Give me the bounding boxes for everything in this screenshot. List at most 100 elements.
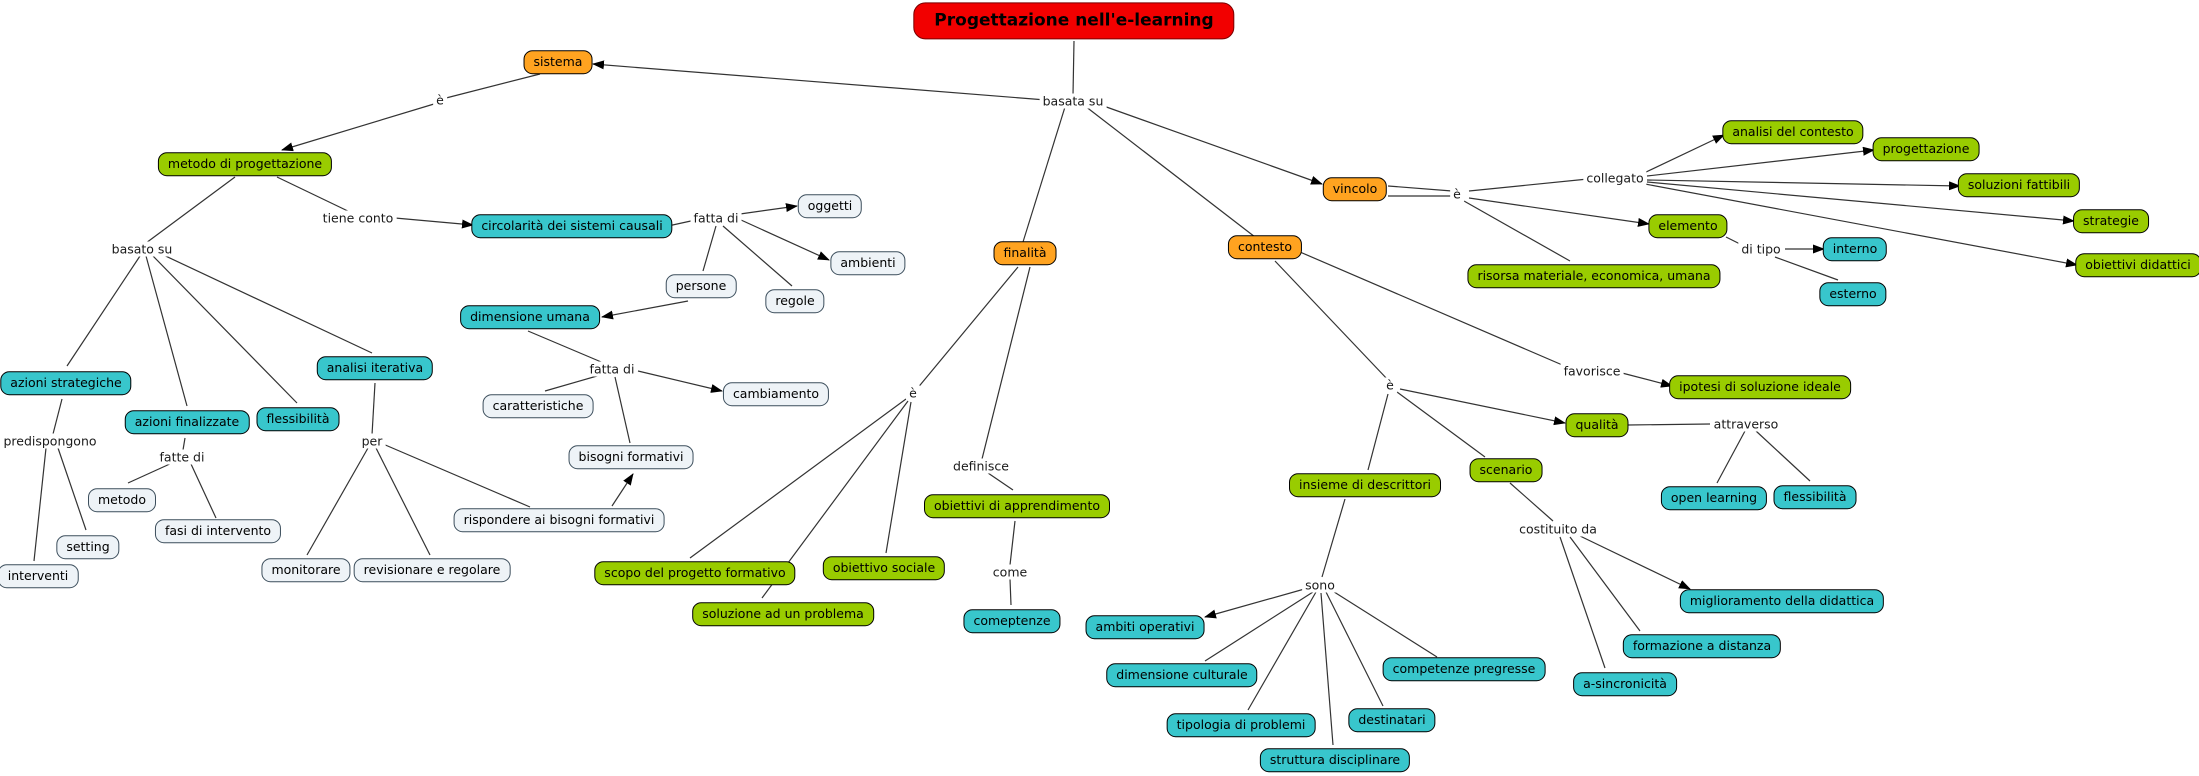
edge-label-fatta-di-1[interactable]: fatta di bbox=[690, 210, 742, 226]
node-revisionare-e-regolare[interactable]: revisionare e regolare bbox=[353, 558, 511, 582]
node-ambiti-operativi[interactable]: ambiti operativi bbox=[1085, 615, 1205, 639]
node-caratteristiche[interactable]: caratteristiche bbox=[482, 394, 594, 418]
edge-label-e-vincolo[interactable]: è bbox=[1450, 186, 1464, 202]
edge-label-attraverso[interactable]: attraverso bbox=[1710, 416, 1782, 432]
node-flessibilita-sx[interactable]: flessibilità bbox=[256, 407, 340, 431]
edge-label-favorisce[interactable]: favorisce bbox=[1560, 363, 1624, 379]
connector-line bbox=[145, 255, 188, 407]
edge-label-predispongono[interactable]: predispongono bbox=[0, 433, 100, 449]
connector-line bbox=[33, 447, 47, 562]
node-oggetti[interactable]: oggetti bbox=[797, 194, 863, 218]
node-obiettivo-sociale[interactable]: obiettivo sociale bbox=[822, 556, 946, 580]
connector-line bbox=[1559, 536, 1606, 669]
connector-line bbox=[281, 103, 435, 152]
node-a-sincronicita[interactable]: a-sincronicità bbox=[1573, 672, 1677, 696]
node-progettazione[interactable]: progettazione bbox=[1872, 137, 1980, 161]
node-dimensione-umana[interactable]: dimensione umana bbox=[460, 305, 600, 329]
node-ambienti[interactable]: ambienti bbox=[830, 251, 906, 275]
connector-line bbox=[1627, 423, 1711, 426]
node-bisogni-formativi[interactable]: bisogni formativi bbox=[568, 445, 694, 469]
connector-line bbox=[739, 203, 798, 215]
node-root[interactable]: Progettazione nell'e-learning bbox=[913, 2, 1235, 40]
node-ipotesi-di-soluzione-ideale[interactable]: ipotesi di soluzione ideale bbox=[1669, 375, 1851, 399]
edge-label-sono[interactable]: sono bbox=[1302, 577, 1338, 593]
node-risorsa-materiale-economica-umana[interactable]: risorsa materiale, economica, umana bbox=[1467, 264, 1721, 288]
node-circolarita-dei-sistemi-causali[interactable]: circolarità dei sistemi causali bbox=[471, 214, 673, 238]
connector-line bbox=[885, 401, 912, 554]
edge-label-e-sistema[interactable]: è bbox=[433, 92, 447, 108]
node-interventi[interactable]: interventi bbox=[0, 564, 79, 588]
node-competenze-pregresse[interactable]: competenze pregresse bbox=[1382, 657, 1546, 681]
node-regole[interactable]: regole bbox=[765, 289, 825, 313]
node-analisi-del-contesto[interactable]: analisi del contesto bbox=[1722, 120, 1864, 144]
node-obiettivi-didattici[interactable]: obiettivi didattici bbox=[2075, 253, 2199, 277]
edge-label-fatte-di[interactable]: fatte di bbox=[156, 449, 208, 465]
node-persone[interactable]: persone bbox=[665, 274, 737, 298]
node-formazione-a-distanza[interactable]: formazione a distanza bbox=[1622, 634, 1782, 658]
node-finalita[interactable]: finalità bbox=[993, 241, 1057, 265]
edge-label-fatta-di-2[interactable]: fatta di bbox=[586, 361, 638, 377]
node-interno[interactable]: interno bbox=[1822, 237, 1888, 261]
node-monitorare[interactable]: monitorare bbox=[261, 558, 351, 582]
connector-line bbox=[371, 382, 376, 436]
node-miglioramento-della-didattica[interactable]: miglioramento della didattica bbox=[1679, 589, 1885, 613]
connector-line bbox=[1274, 260, 1390, 382]
edge-label-e-finalita[interactable]: è bbox=[906, 385, 920, 401]
node-soluzioni-fattibili[interactable]: soluzioni fattibili bbox=[1957, 173, 2081, 197]
edge-label-e-contesto[interactable]: è bbox=[1383, 377, 1397, 393]
node-esterno[interactable]: esterno bbox=[1819, 282, 1887, 306]
edge-label-di-tipo[interactable]: di tipo bbox=[1738, 241, 1784, 257]
connector-line bbox=[375, 447, 431, 556]
node-fasi-di-intervento[interactable]: fasi di intervento bbox=[154, 519, 282, 543]
node-sistema[interactable]: sistema bbox=[523, 50, 593, 74]
node-azioni-strategiche[interactable]: azioni strategiche bbox=[0, 371, 132, 395]
node-comeptenze[interactable]: comeptenze bbox=[963, 609, 1061, 633]
connector-line bbox=[601, 300, 689, 320]
connector-line bbox=[1468, 197, 1650, 227]
node-analisi-iterativa[interactable]: analisi iterativa bbox=[316, 356, 434, 380]
edge-label-come[interactable]: come bbox=[989, 564, 1031, 580]
node-struttura-disciplinare[interactable]: struttura disciplinare bbox=[1259, 748, 1411, 772]
node-cambiamento[interactable]: cambiamento bbox=[722, 382, 830, 406]
connector-line bbox=[1009, 520, 1016, 566]
node-dimensione-culturale[interactable]: dimensione culturale bbox=[1106, 663, 1258, 687]
node-azioni-finalizzate[interactable]: azioni finalizzate bbox=[124, 410, 250, 434]
connector-line bbox=[1022, 106, 1066, 243]
node-open-learning[interactable]: open learning bbox=[1660, 486, 1768, 510]
connector-line bbox=[1399, 388, 1566, 426]
connector-line bbox=[127, 462, 173, 484]
connector-line bbox=[382, 443, 531, 508]
connector-line bbox=[689, 398, 907, 559]
edge-label-basata-su[interactable]: basata su bbox=[1039, 93, 1107, 109]
node-contesto[interactable]: contesto bbox=[1227, 235, 1303, 259]
connector-line bbox=[527, 330, 607, 365]
node-vincolo[interactable]: vincolo bbox=[1322, 177, 1388, 201]
node-soluzione-ad-un-problema[interactable]: soluzione ad un problema bbox=[692, 602, 874, 626]
connector-line bbox=[544, 373, 605, 392]
node-obiettivi-di-apprendimento[interactable]: obiettivi di apprendimento bbox=[924, 494, 1110, 518]
node-scopo-del-progetto-formativo[interactable]: scopo del progetto formativo bbox=[594, 561, 796, 585]
node-rispondere-ai-bisogni-formativi[interactable]: rispondere ai bisogni formativi bbox=[453, 508, 665, 532]
connector-line bbox=[1097, 103, 1323, 185]
node-destinatari[interactable]: destinatari bbox=[1348, 708, 1436, 732]
node-setting[interactable]: setting bbox=[56, 535, 120, 559]
edge-label-per[interactable]: per bbox=[358, 433, 386, 449]
node-metodo-di-progettazione[interactable]: metodo di progettazione bbox=[157, 152, 333, 176]
edge-label-definisce[interactable]: definisce bbox=[950, 458, 1012, 474]
node-flessibilita-dx[interactable]: flessibilità bbox=[1773, 485, 1857, 509]
node-metodo[interactable]: metodo bbox=[88, 488, 156, 512]
node-scenario[interactable]: scenario bbox=[1469, 458, 1543, 482]
node-insieme-di-descrittori[interactable]: insieme di descrittori bbox=[1289, 473, 1441, 497]
connector-line bbox=[1009, 578, 1012, 606]
node-elemento[interactable]: elemento bbox=[1648, 214, 1728, 238]
connector-line bbox=[1321, 498, 1346, 578]
node-qualita[interactable]: qualità bbox=[1565, 413, 1629, 437]
node-tipologia-di-problemi[interactable]: tipologia di problemi bbox=[1166, 713, 1316, 737]
edge-label-tiene-conto[interactable]: tiene conto bbox=[319, 210, 397, 226]
edge-label-basato-su[interactable]: basato su bbox=[108, 241, 176, 257]
connector-line bbox=[592, 60, 1047, 101]
node-strategie[interactable]: strategie bbox=[2073, 209, 2149, 233]
connector-line bbox=[57, 447, 87, 531]
edge-label-costituito-da[interactable]: costituito da bbox=[1516, 521, 1600, 537]
edge-label-collegato[interactable]: collegato bbox=[1583, 170, 1647, 186]
